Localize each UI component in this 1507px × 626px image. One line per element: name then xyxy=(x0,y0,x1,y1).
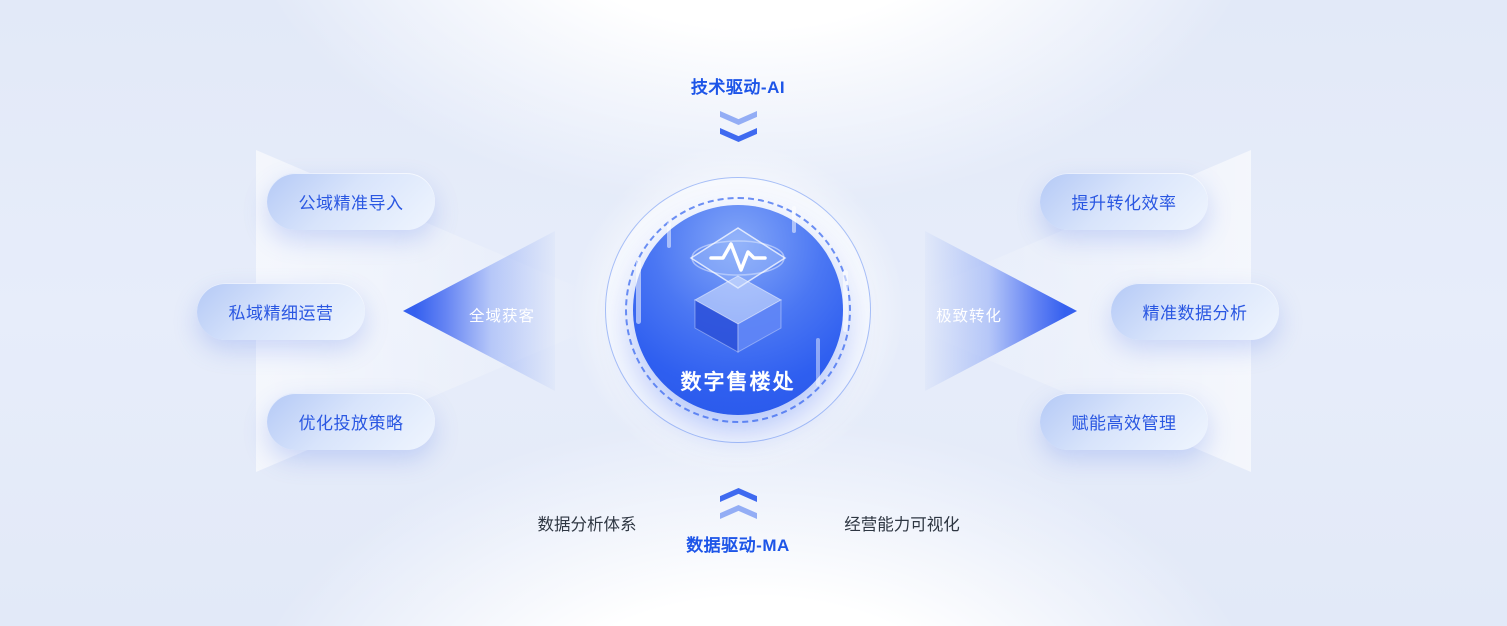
right-arrow-label: 极致转化 xyxy=(935,308,1002,325)
pill-public-domain-import: 公域精准导入 xyxy=(267,173,435,230)
chevron-up-icon xyxy=(720,488,757,502)
pill-precise-data-analysis: 精准数据分析 xyxy=(1111,283,1279,340)
pill-efficient-management: 赋能高效管理 xyxy=(1040,393,1208,450)
deco-bar-icon xyxy=(792,206,796,233)
double-chevron-down-icon xyxy=(720,111,757,142)
deco-bar-icon xyxy=(667,222,671,248)
pill-private-domain-operation: 私域精细运营 xyxy=(197,283,365,340)
chevron-up-icon xyxy=(720,505,757,519)
center-title: 数字售楼处 xyxy=(680,371,796,394)
deco-bar-icon xyxy=(843,270,848,332)
caption-business-capability-visualization: 经营能力可视化 xyxy=(844,516,960,534)
chevron-down-icon xyxy=(720,111,757,125)
deco-bar-icon xyxy=(816,338,820,386)
center-dashed-ring xyxy=(625,197,851,423)
pill-ad-strategy-optimization: 优化投放策略 xyxy=(267,393,435,450)
left-arrow-label: 全域获客 xyxy=(468,308,535,325)
ai-driver-label: 技术驱动-AI xyxy=(690,78,786,97)
ma-driver-label: 数据驱动-MA xyxy=(686,536,790,555)
chevron-down-icon xyxy=(720,128,757,142)
pill-conversion-efficiency: 提升转化效率 xyxy=(1040,173,1208,230)
deco-bar-icon xyxy=(636,260,641,324)
caption-data-analysis-system: 数据分析体系 xyxy=(537,516,637,534)
cube-pulse-icon xyxy=(689,227,787,353)
double-chevron-up-icon xyxy=(720,488,757,519)
